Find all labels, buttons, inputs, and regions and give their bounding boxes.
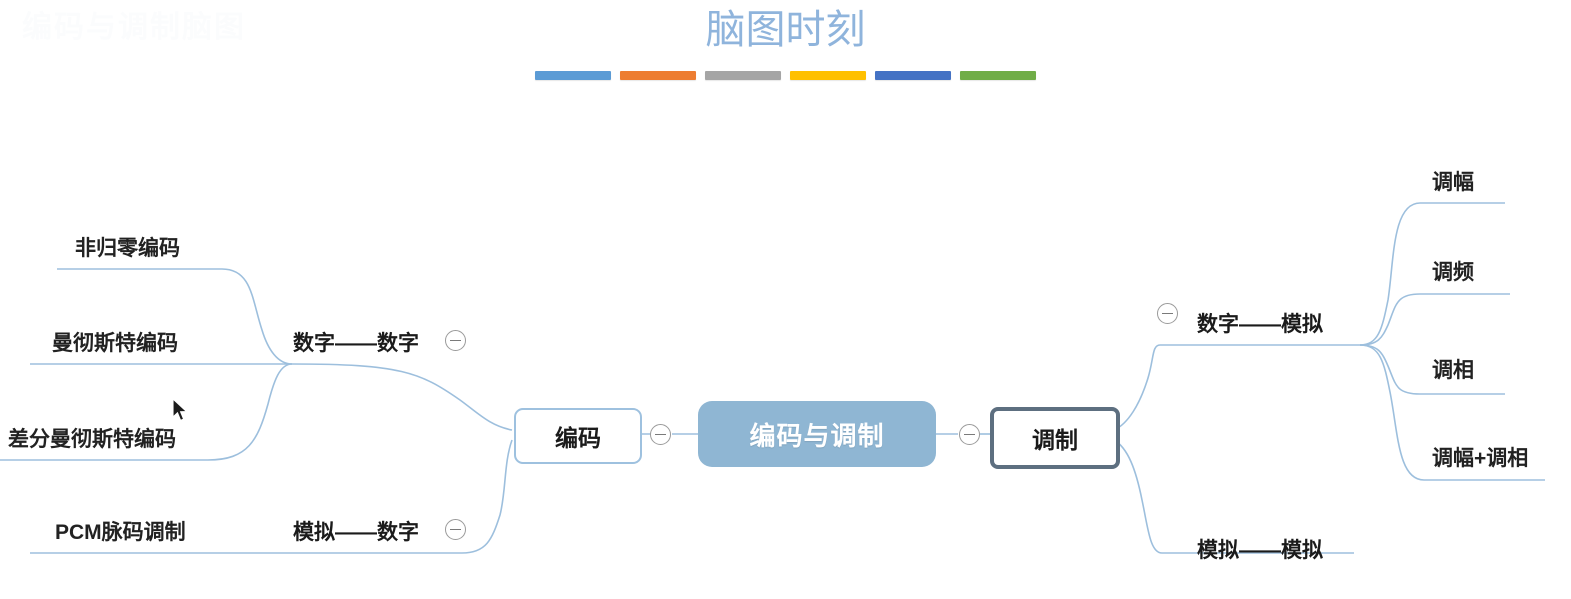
leaf-tiaofu-tiaoxiang[interactable]: 调幅+调相 <box>1432 447 1529 470</box>
leaf-pcm-maima-tiaozhi[interactable]: PCM脉码调制 <box>55 521 186 544</box>
page-title: 脑图时刻 <box>705 7 866 52</box>
leaf-manchester-bianma[interactable]: 曼彻斯特编码 <box>52 332 178 355</box>
node-root-bianma-yu-tiaozhi[interactable]: 编码与调制 <box>698 401 936 467</box>
node-tiaozhi[interactable]: 调制 <box>990 407 1120 469</box>
accent-bar-blue-light <box>535 71 611 80</box>
leaf-tiaopin[interactable]: 调频 <box>1432 261 1474 284</box>
accent-bar-yellow <box>790 71 866 80</box>
branch-shuzi-moni[interactable]: 数字——模拟 <box>1197 313 1323 336</box>
branch-shuzi-shuzi[interactable]: 数字——数字 <box>293 332 419 355</box>
collapse-toggle-moni-shuzi[interactable] <box>445 519 466 540</box>
collapse-toggle-tiaozhi[interactable] <box>959 424 980 445</box>
leaf-chafen-manchester-bianma[interactable]: 差分曼彻斯特编码 <box>8 428 176 451</box>
wire-tiaopin <box>1359 293 1510 346</box>
accent-bar-blue <box>875 71 951 80</box>
ghost-title-text: 编码与调制脑图 <box>22 11 246 44</box>
collapse-toggle-shuzi-shuzi[interactable] <box>445 330 466 351</box>
accent-bar-gray <box>705 71 781 80</box>
accent-bar-green <box>960 71 1036 80</box>
branch-moni-shuzi[interactable]: 模拟——数字 <box>293 521 419 544</box>
leaf-tiaofu[interactable]: 调幅 <box>1432 171 1474 194</box>
collapse-toggle-bianma[interactable] <box>650 424 671 445</box>
branch-moni-moni[interactable]: 模拟——模拟 <box>1197 539 1323 562</box>
accent-bar-group <box>535 71 1036 80</box>
leaf-feiguiling-bianma[interactable]: 非归零编码 <box>75 237 180 260</box>
wire-tiaozhi-to-shuzi-moni <box>1113 344 1161 431</box>
wire-shuzi-shuzi-to-bianma <box>291 363 513 431</box>
mouse-cursor-icon <box>172 398 188 422</box>
leaf-tiaoxiang[interactable]: 调相 <box>1432 359 1474 382</box>
collapse-toggle-shuzi-moni[interactable] <box>1157 303 1178 324</box>
accent-bar-orange <box>620 71 696 80</box>
node-bianma[interactable]: 编码 <box>514 408 642 464</box>
